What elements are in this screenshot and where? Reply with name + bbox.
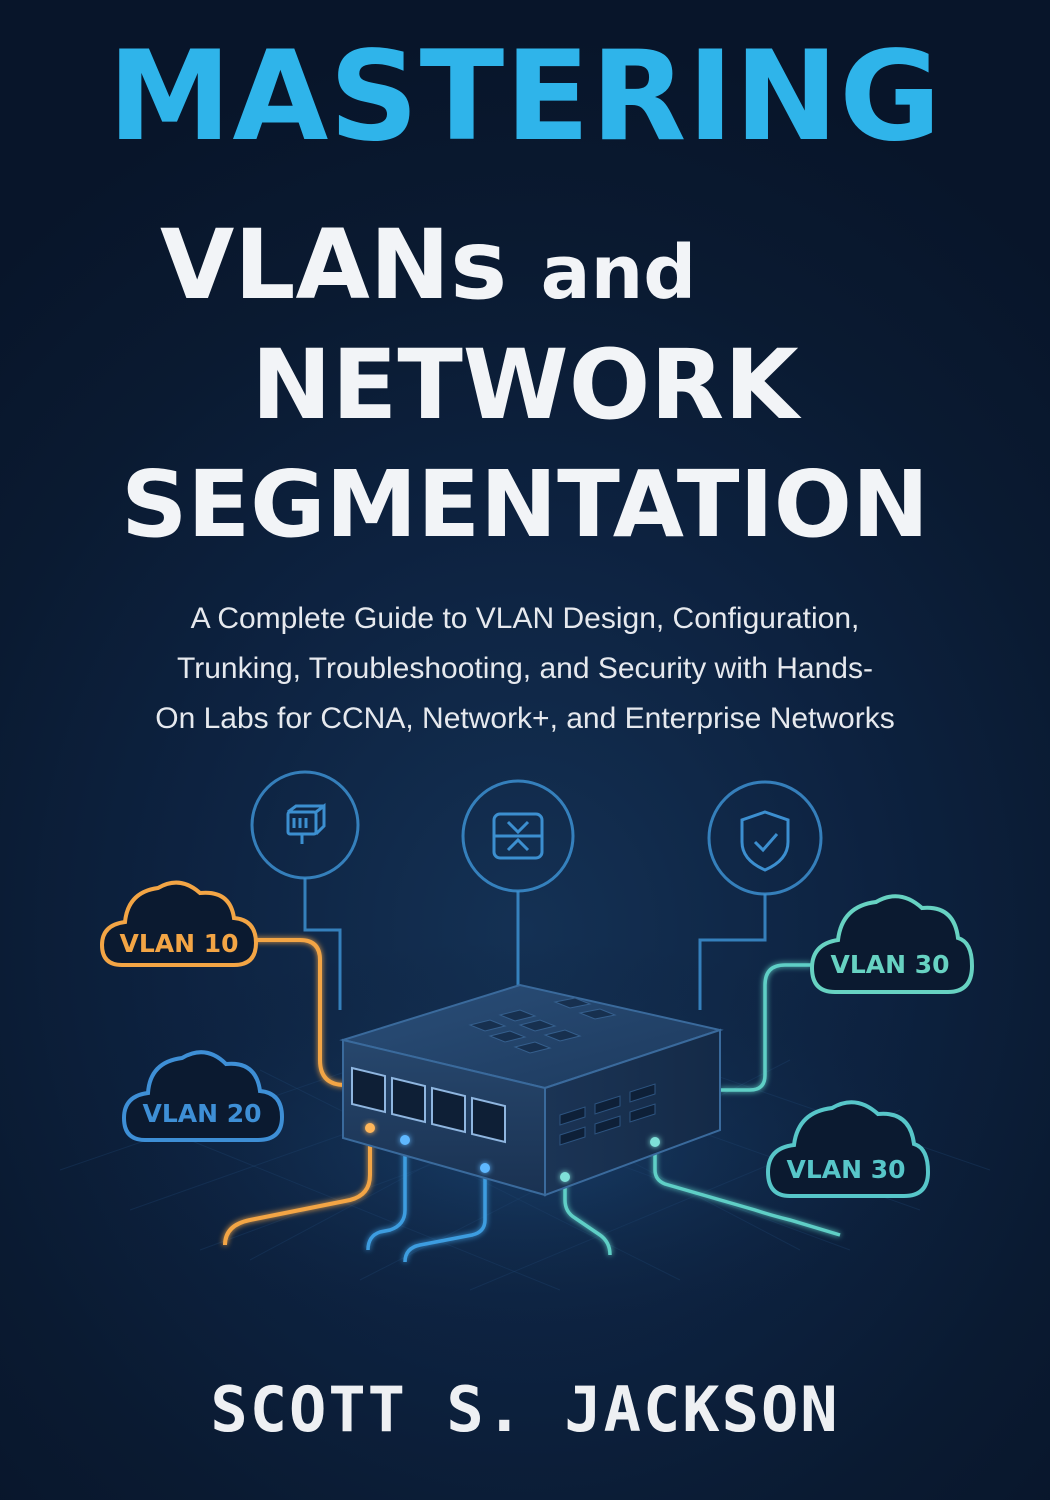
cloud-label-vlan-30-bottom: VLAN 30: [786, 1155, 905, 1184]
title-segmentation: SEGMENTATION: [121, 451, 929, 558]
title-mastering: MASTERING: [107, 25, 943, 169]
port-led-teal-2: [650, 1137, 660, 1147]
cloud-vlan-10: [99, 880, 259, 967]
cloud-label-vlan-20: VLAN 20: [142, 1099, 261, 1128]
cloud-label-vlan-10: VLAN 10: [119, 929, 238, 958]
port-led-orange: [365, 1123, 375, 1133]
subtitle-line-3: On Labs for CCNA, Network+, and Enterpri…: [155, 702, 895, 735]
cloud-vlan-30-top: [809, 894, 975, 994]
cloud-vlan-30-bottom: [765, 1100, 931, 1198]
switch-icon: [250, 770, 360, 880]
title-and: and: [540, 230, 697, 316]
switch-ports: [351, 1066, 506, 1144]
title-vlans: VLANs: [160, 209, 508, 321]
title-vlans-and: VLANs and: [160, 205, 696, 333]
subtitle: A Complete Guide to VLAN Design, Configu…: [70, 594, 980, 744]
subtitle-line-2: Trunking, Troubleshooting, and Security …: [177, 652, 873, 685]
cable-teal: [563, 963, 841, 1256]
cable-orange: [223, 938, 372, 1246]
cable-blue: [366, 1145, 487, 1263]
cloud-vlan-20: [121, 1050, 285, 1142]
subtitle-line-1: A Complete Guide to VLAN Design, Configu…: [190, 602, 860, 635]
cloud-label-vlan-30-top: VLAN 30: [830, 950, 949, 979]
port-led-blue-2: [480, 1163, 490, 1173]
shield-check-icon: [707, 780, 823, 896]
port-led-teal: [560, 1172, 570, 1182]
icon-connector-lines: [303, 878, 767, 1010]
port-led-blue: [400, 1135, 410, 1145]
network-switch-device: [339, 983, 724, 1197]
switch-top-vents: [468, 997, 617, 1054]
author-name: SCOTT S. JACKSON: [210, 1373, 840, 1446]
switch-side-vents: [559, 1083, 656, 1146]
title-network: NETWORK: [251, 329, 799, 441]
router-icon: [461, 779, 575, 893]
